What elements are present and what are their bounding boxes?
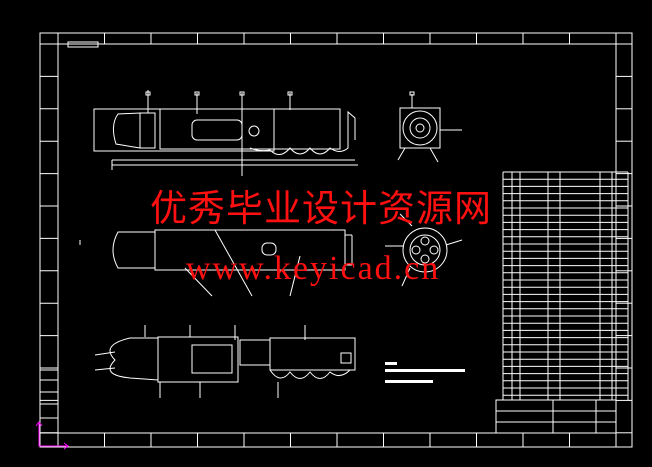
parts-list-table (502, 171, 629, 400)
zone-ticks (40, 33, 632, 447)
view-end-middle (385, 213, 463, 287)
view-side-elevation (93, 90, 358, 176)
view-section (94, 325, 356, 398)
inner-border (57, 43, 617, 434)
ucs-icon (35, 421, 69, 450)
technical-notes (385, 362, 465, 383)
view-end-top (397, 91, 462, 163)
watermark-title: 优秀毕业设计资源网 (150, 187, 492, 230)
title-block (495, 399, 617, 434)
watermark-url: www.keyicad.cn (186, 250, 441, 287)
drawing-number-box (67, 41, 99, 48)
view-plan (79, 229, 353, 297)
outer-border (39, 32, 633, 448)
revision-table (39, 369, 59, 434)
